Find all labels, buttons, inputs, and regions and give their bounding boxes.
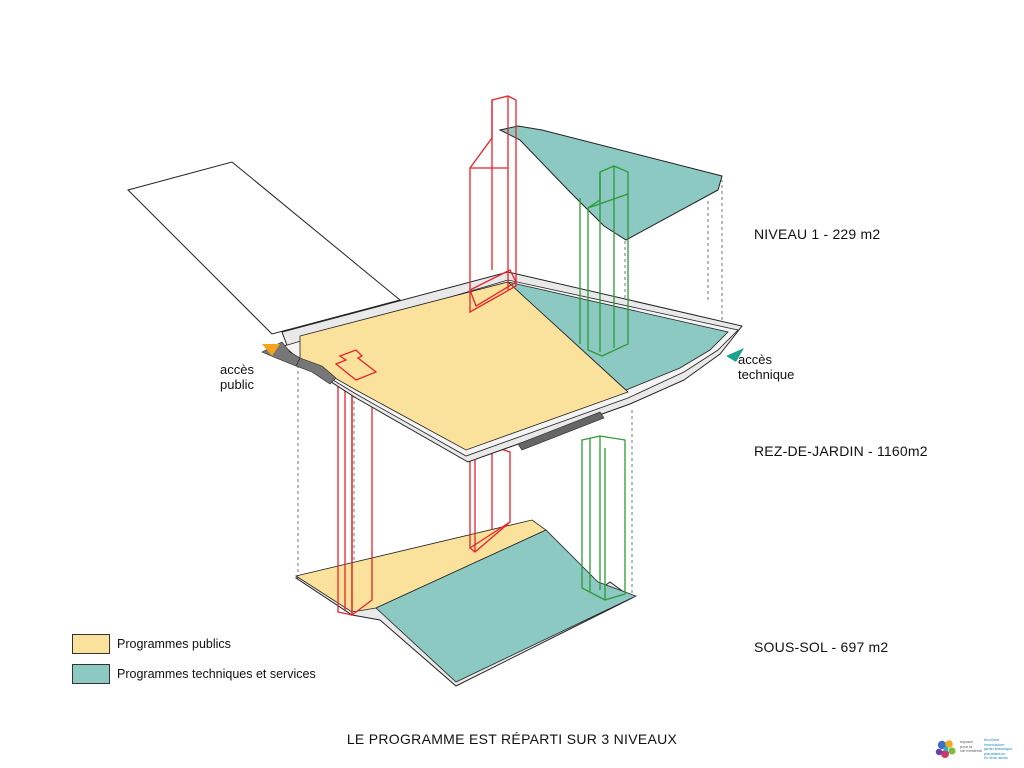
rez-technical-zone: [506, 281, 729, 391]
legend-label-technical: Programmes techniques et services: [117, 667, 316, 681]
legend-swatch-public: [72, 634, 110, 654]
sous-sol-technical-zone: [375, 529, 638, 683]
exterior-plan: [127, 161, 402, 335]
sous-sol-floor: [294, 519, 638, 687]
legend-item-technical: Programmes techniques et services: [72, 664, 316, 684]
legend-swatch-technical: [72, 664, 110, 684]
niveau-1-technical-zone: [498, 125, 723, 241]
level-label-rez-de-jardin: REZ-DE-JARDIN - 1160m2: [754, 443, 928, 459]
rez-de-jardin-floor: [261, 271, 743, 463]
green-shaft-lower: [581, 435, 626, 601]
logo-text-right: biodôme insectarium jardin botanique pla…: [984, 737, 1013, 761]
logo-text-left: espace pour la vie montréal: [960, 739, 982, 754]
green-shaft-upper: [579, 165, 629, 357]
red-shaft-upper: [469, 95, 517, 314]
public-access-label: accès public: [220, 362, 254, 392]
diagram-caption: LE PROGRAMME EST RÉPARTI SUR 3 NIVEAUX: [346, 731, 678, 747]
public-access-arrow: [262, 344, 280, 356]
logo-flower-icon: [935, 740, 956, 758]
espace-pour-la-vie-logo: espace pour la vie montréal biodôme inse…: [934, 737, 1014, 761]
red-l-shape: [334, 349, 378, 381]
level-label-sous-sol: SOUS-SOL - 697 m2: [754, 639, 889, 655]
legend-item-public: Programmes publics: [72, 634, 231, 654]
technical-access-arrow: [726, 348, 744, 362]
technical-access-label: accès technique: [738, 352, 795, 382]
level-label-niveau-1: NIVEAU 1 - 229 m2: [754, 226, 881, 242]
legend-label-public: Programmes publics: [117, 637, 231, 651]
